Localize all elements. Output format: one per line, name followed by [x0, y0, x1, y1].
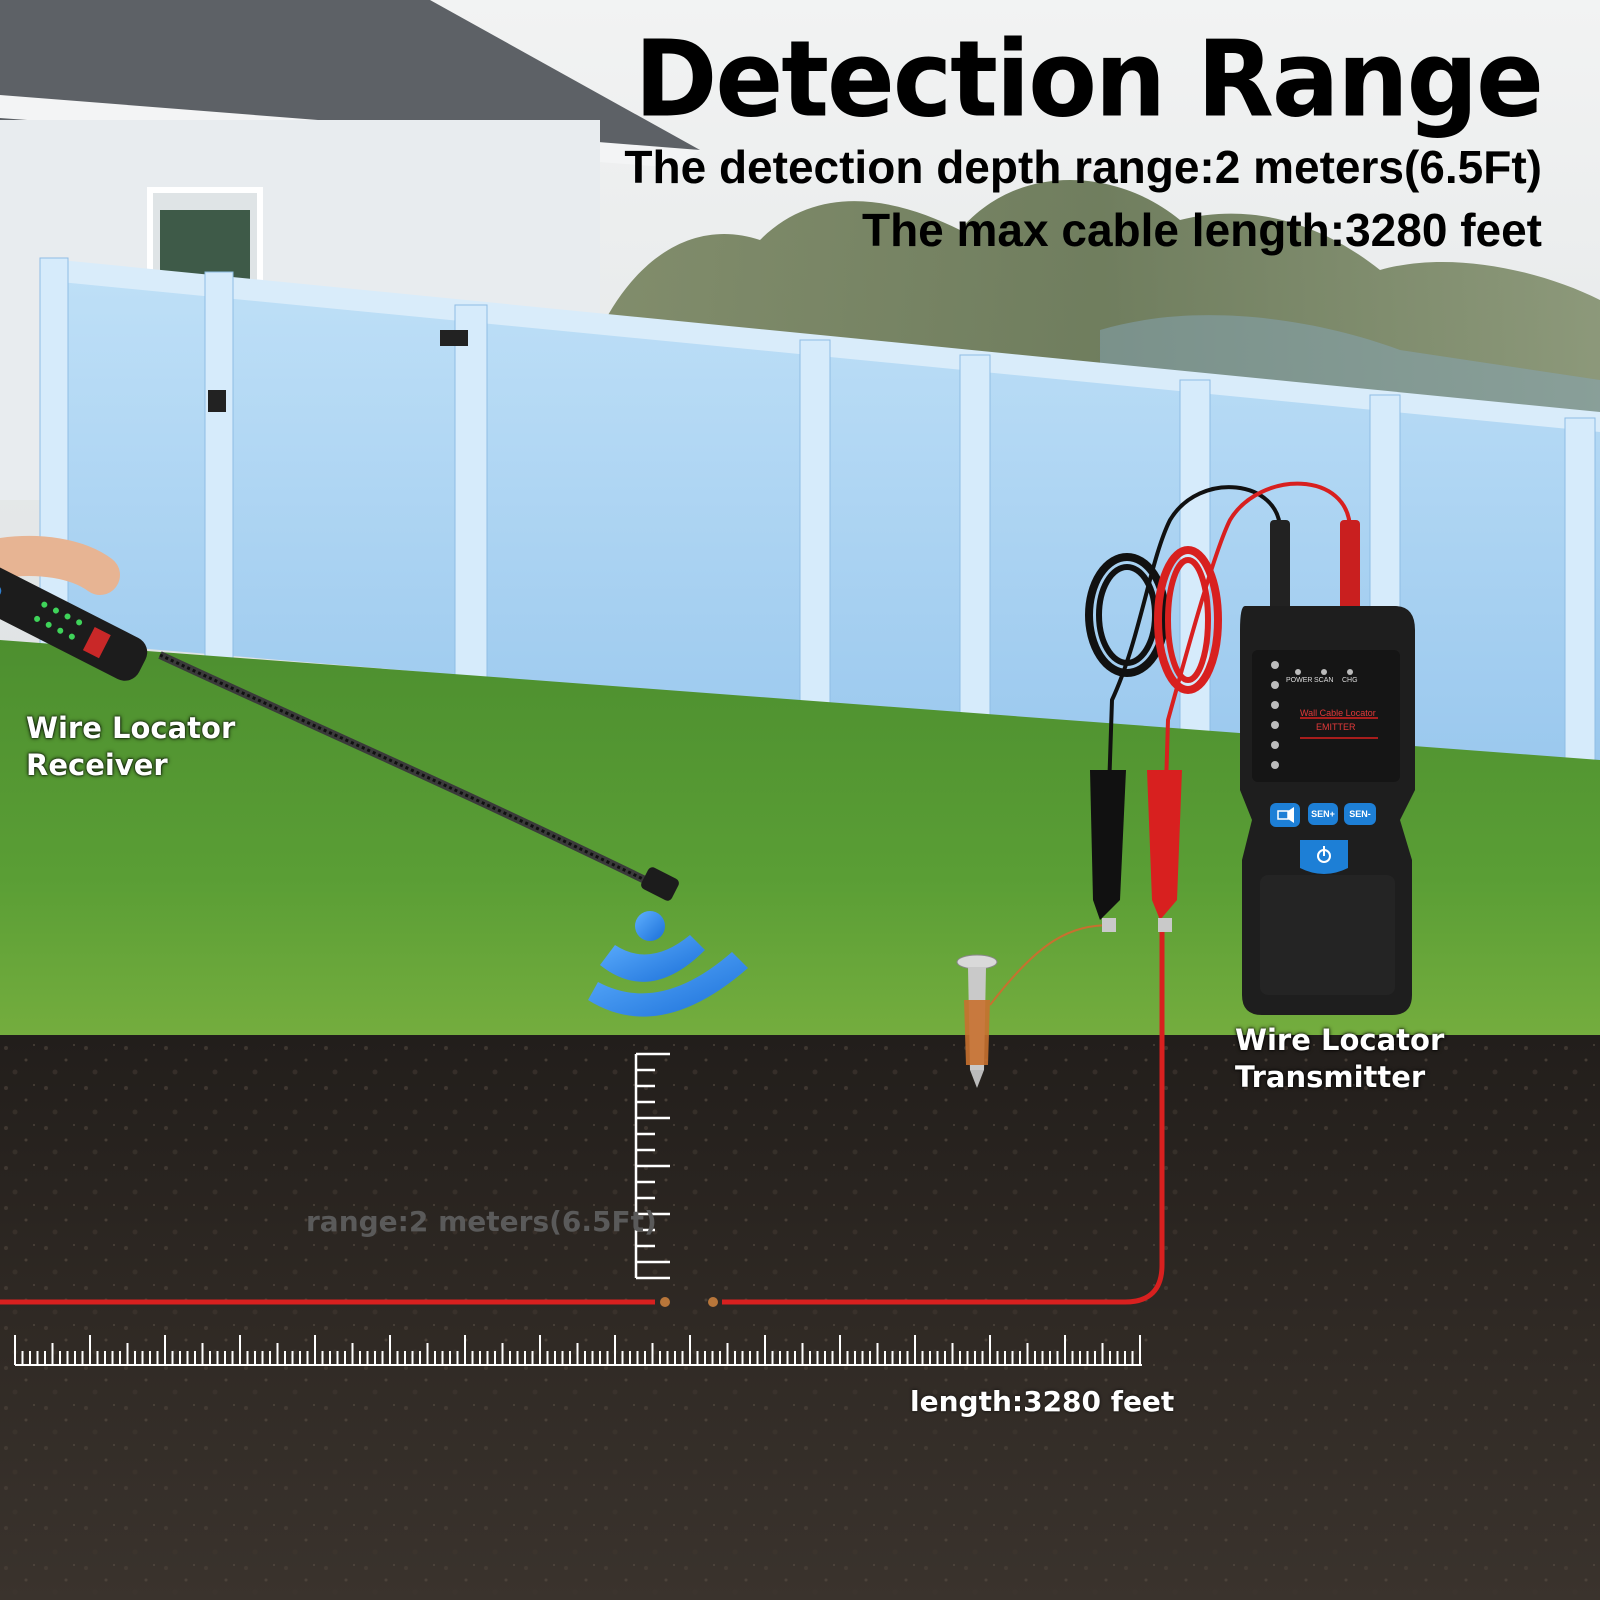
length-ruler — [14, 1335, 1142, 1366]
sen-minus-button: SEN- — [1344, 803, 1376, 825]
mute-icon — [1270, 803, 1300, 827]
sen-plus-button: SEN+ — [1308, 803, 1338, 825]
cable-length-label: length:3280 feet — [910, 1385, 1175, 1418]
headline-cable-length: The max cable length:3280 feet — [861, 204, 1542, 256]
depth-ruler — [634, 1052, 670, 1280]
depth-range-label: range:2 meters(6.5Ft) — [306, 1205, 657, 1238]
screw-icon — [956, 954, 998, 1088]
headline-title: Detection Range — [634, 18, 1544, 141]
device-mode-label: EMITTER — [1316, 722, 1356, 732]
signal-waves-icon — [588, 911, 748, 1017]
headline-depth-range: The detection depth range:2 meters(6.5Ft… — [624, 141, 1542, 193]
indicator-scan-label: SCAN — [1314, 677, 1334, 684]
receiver-caption-line1: Wire Locator — [26, 711, 236, 745]
indicator-power-label: POWER — [1286, 677, 1313, 684]
power-icon — [1300, 840, 1348, 874]
receiver-caption: Wire Locator Receiver — [26, 710, 235, 784]
indicator-chg-label: CHG — [1342, 677, 1358, 684]
transmitter-caption-line2: Transmitter — [1235, 1060, 1426, 1094]
transmitter-caption-line1: Wire Locator — [1235, 1023, 1445, 1057]
receiver-caption-line2: Receiver — [26, 748, 168, 782]
device-name-label: Wall Cable Locator — [1300, 708, 1376, 718]
transmitter-caption: Wire Locator Transmitter — [1235, 1022, 1444, 1096]
